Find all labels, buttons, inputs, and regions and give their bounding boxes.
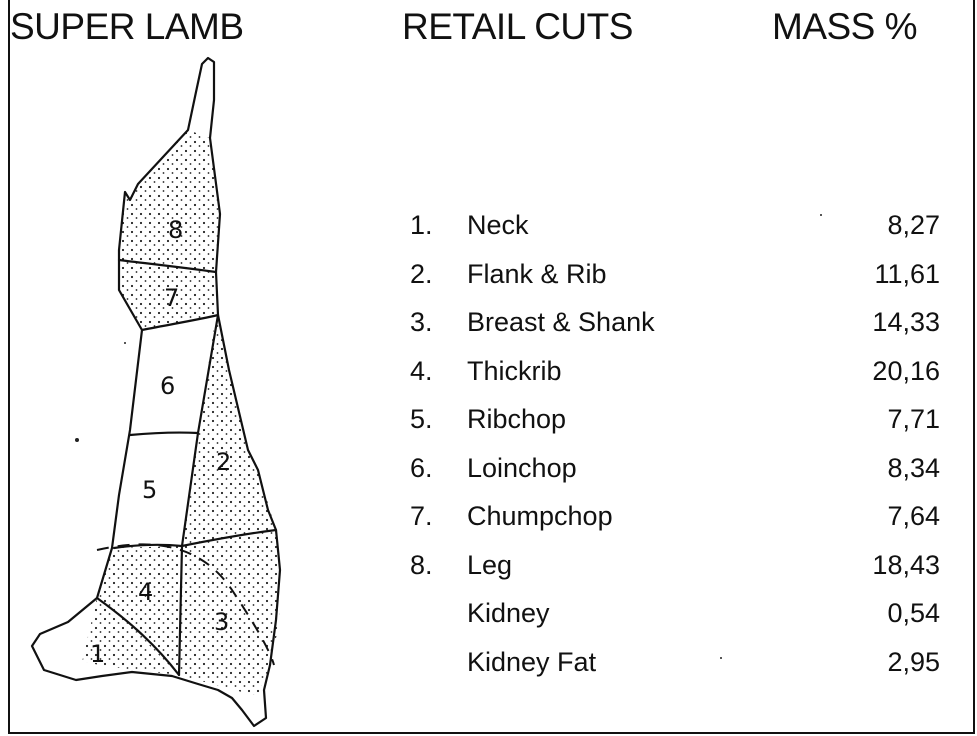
cut-row: 7. Chumpchop 7,64	[400, 497, 960, 546]
cut-name: Kidney Fat	[467, 647, 596, 678]
stray-speck	[124, 342, 126, 344]
cut-row: 4. Thickrib 20,16	[400, 352, 960, 401]
cut-mass-percent: 8,34	[887, 453, 940, 484]
region-label-8: 8	[168, 216, 183, 244]
cut-mass-percent: 8,27	[887, 210, 940, 241]
region-label-5: 5	[142, 476, 157, 504]
cut-number: 5.	[410, 404, 433, 435]
cut-row: 3. Breast & Shank 14,33	[400, 303, 960, 352]
region-label-1: 1	[90, 640, 105, 668]
cut-number: 2.	[410, 259, 433, 290]
cut-number: 1.	[410, 210, 433, 241]
region-flank-fill	[182, 315, 276, 546]
cut-name: Flank & Rib	[467, 259, 607, 290]
cut-row: 6. Loinchop 8,34	[400, 449, 960, 498]
line-6-5	[130, 433, 198, 435]
cut-row: 5. Ribchop 7,71	[400, 400, 960, 449]
retail-cuts-table: 1. Neck 8,27 2. Flank & Rib 11,61 3. Breast & S…	[400, 206, 960, 691]
region-label-7: 7	[164, 284, 179, 312]
cut-name: Leg	[467, 550, 512, 581]
cut-row: 8. Leg 18,43	[400, 546, 960, 595]
cut-name: Breast & Shank	[467, 307, 655, 338]
cut-name: Ribchop	[467, 404, 566, 435]
region-breast-fill	[179, 530, 280, 695]
cut-number: 3.	[410, 307, 433, 338]
cut-mass-percent: 11,61	[874, 259, 940, 290]
cut-mass-percent: 2,95	[887, 647, 940, 678]
region-label-6: 6	[160, 372, 175, 400]
mass-percent-heading: MASS %	[772, 6, 917, 48]
region-label-2: 2	[216, 448, 231, 476]
cut-name: Kidney	[467, 598, 550, 629]
cut-mass-percent: 20,16	[872, 356, 940, 387]
lamb-carcass-diagram: 8 7 6 5 2 4 3 1	[22, 50, 322, 730]
region-label-3: 3	[214, 608, 229, 636]
cut-name: Chumpchop	[467, 501, 613, 532]
cut-number: 6.	[410, 453, 433, 484]
cut-row: 1. Neck 8,27	[400, 206, 960, 255]
cut-mass-percent: 14,33	[872, 307, 940, 338]
cut-row: Kidney Fat 2,95	[400, 643, 960, 692]
figure-title: SUPER LAMB	[10, 6, 244, 48]
cut-name: Loinchop	[467, 453, 577, 484]
cut-name: Thickrib	[467, 356, 562, 387]
cut-row: 2. Flank & Rib 11,61	[400, 255, 960, 304]
cut-number: 7.	[410, 501, 433, 532]
cut-number: 8.	[410, 550, 433, 581]
cut-mass-percent: 7,64	[887, 501, 940, 532]
stray-speck	[75, 438, 79, 442]
cut-name: Neck	[467, 210, 529, 241]
cut-mass-percent: 0,54	[887, 598, 940, 629]
cut-number: 4.	[410, 356, 433, 387]
retail-cuts-heading: RETAIL CUTS	[402, 6, 633, 48]
region-label-4: 4	[138, 578, 153, 606]
cut-mass-percent: 7,71	[887, 404, 940, 435]
cut-mass-percent: 18,43	[872, 550, 940, 581]
cut-row: Kidney 0,54	[400, 594, 960, 643]
